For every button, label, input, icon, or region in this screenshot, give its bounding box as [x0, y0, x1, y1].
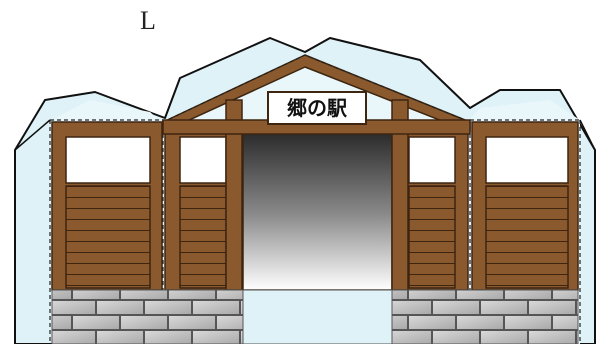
stone-base [51, 289, 579, 344]
sign-text: 郷の駅 [287, 96, 347, 120]
right-wing-wall [471, 121, 579, 291]
station-sign: 郷の駅 [267, 91, 367, 125]
gable-roof [162, 54, 471, 291]
corner-label: L [140, 6, 156, 35]
left-wing-wall [51, 121, 163, 291]
doorway [242, 121, 393, 291]
right-inner-wall [391, 121, 469, 291]
